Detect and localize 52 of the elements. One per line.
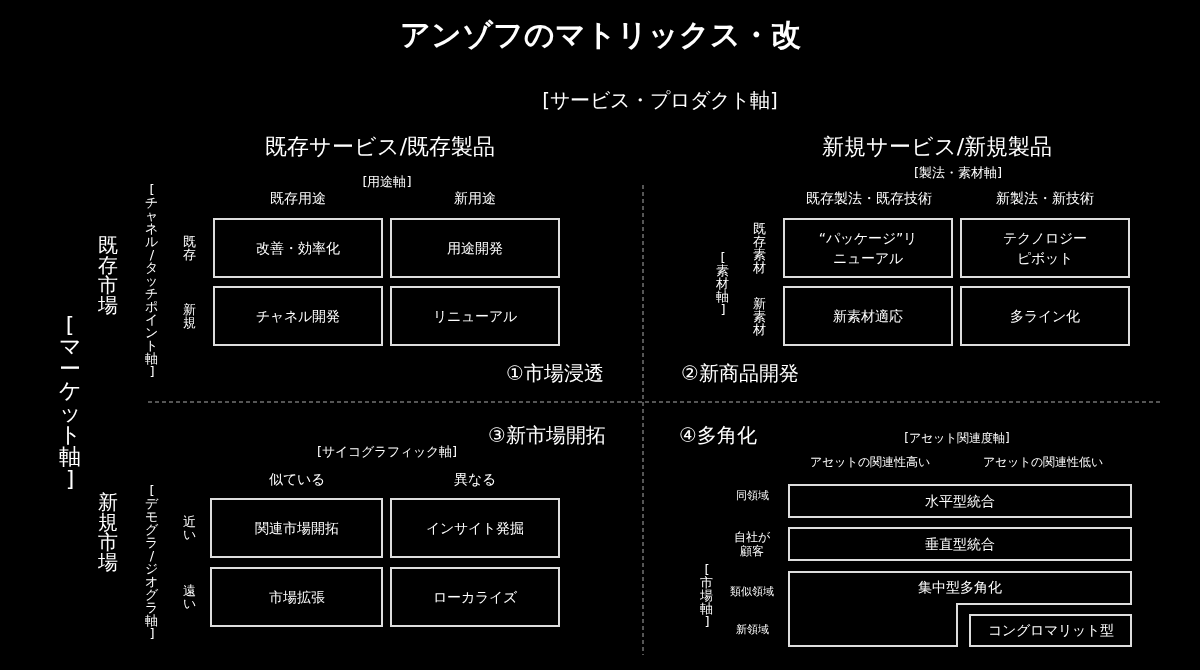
axis-title: [サービス・プロダクト軸] bbox=[542, 88, 778, 112]
matrix-box: 水平型統合 bbox=[788, 484, 1132, 518]
row-label: 新規 bbox=[183, 303, 197, 329]
row-label: 新素材 bbox=[753, 296, 767, 336]
matrix-box: 市場拡張 bbox=[210, 567, 383, 627]
matrix-box: 垂直型統合 bbox=[788, 527, 1132, 561]
row-label: 同領域 bbox=[735, 489, 769, 503]
row-heading: 新規市場 bbox=[97, 492, 119, 572]
axis-label: [アセット関連度軸] bbox=[904, 432, 1010, 446]
axis-label: [市場軸] bbox=[700, 562, 714, 628]
matrix-box: 改善・効率化 bbox=[213, 218, 383, 278]
matrix-box: “パッケージ”リニューアル bbox=[783, 218, 953, 278]
quadrant-title: ②新商品開発 bbox=[681, 361, 799, 385]
matrix-box: テクノロジーピボット bbox=[960, 218, 1130, 278]
column-label: アセットの関連性低い bbox=[983, 456, 1103, 470]
axis-title: [マーケット軸] bbox=[58, 314, 82, 490]
column-label: 異なる bbox=[454, 470, 496, 488]
matrix-box: インサイト発掘 bbox=[390, 498, 560, 558]
matrix-box: コングロマリット型 bbox=[969, 614, 1132, 647]
column-label: 新製法・新技術 bbox=[996, 189, 1094, 207]
axis-label: [デモグラ/ジオグラ軸] bbox=[145, 484, 159, 640]
row-label: 既存 bbox=[183, 235, 197, 261]
row-label: 自社が顧客 bbox=[733, 531, 771, 559]
column-heading: 新規サービス/新規製品 bbox=[821, 134, 1053, 160]
column-label: アセットの関連性高い bbox=[810, 456, 930, 470]
quadrant-title: ①市場浸透 bbox=[506, 361, 604, 385]
matrix-box: リニューアル bbox=[390, 286, 560, 346]
column-label: 似ている bbox=[269, 470, 325, 488]
row-heading: 既存市場 bbox=[97, 235, 119, 315]
title: アンゾフのマトリックス・改 bbox=[399, 17, 801, 53]
axis-label: [製法・素材軸] bbox=[913, 165, 1003, 181]
column-label: 既存製法・既存技術 bbox=[806, 189, 932, 207]
matrix-box: 多ライン化 bbox=[960, 286, 1130, 346]
column-heading: 既存サービス/既存製品 bbox=[264, 134, 496, 160]
row-label: 類似領域 bbox=[730, 585, 774, 599]
matrix-box: 用途開発 bbox=[390, 218, 560, 278]
column-label: 既存用途 bbox=[270, 189, 326, 207]
quadrant-title: ④多角化 bbox=[679, 423, 757, 447]
row-label: 新領域 bbox=[735, 623, 769, 637]
row-label: 既存素材 bbox=[753, 222, 767, 274]
axis-label: [チャネル/タッチポイント軸] bbox=[145, 182, 159, 378]
matrix-box: 関連市場開拓 bbox=[210, 498, 383, 558]
matrix-box: ローカライズ bbox=[390, 567, 560, 627]
axis-label: [用途軸] bbox=[362, 174, 412, 190]
row-label: 遠い bbox=[183, 584, 197, 610]
quadrant-title: ③新市場開拓 bbox=[488, 423, 606, 447]
matrix-box: チャネル開発 bbox=[213, 286, 383, 346]
matrix-box: 新素材適応 bbox=[783, 286, 953, 346]
axis-label: [サイコグラフィック軸] bbox=[316, 444, 458, 460]
column-label: 新用途 bbox=[454, 189, 496, 207]
row-label: 近い bbox=[183, 515, 197, 541]
axis-label: [素材軸] bbox=[716, 250, 730, 316]
